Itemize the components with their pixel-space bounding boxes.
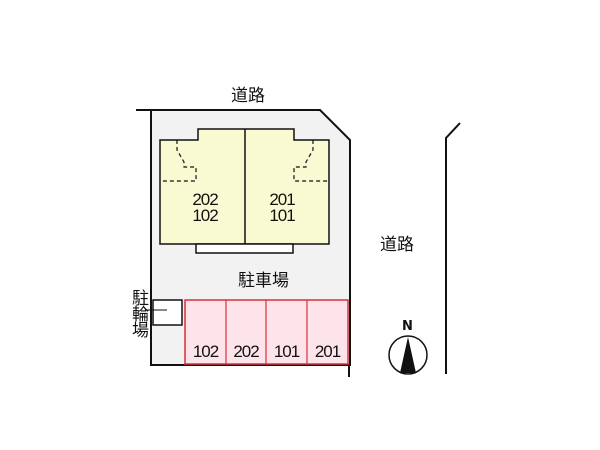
unit-label-102: 102 bbox=[192, 206, 218, 225]
road-label-top: 道路 bbox=[231, 86, 265, 106]
bicycle-parking-label: 駐輪場 bbox=[128, 289, 148, 337]
road-edge-right bbox=[445, 122, 461, 374]
stair-dashed-right bbox=[293, 140, 329, 182]
unit-label-202: 202 bbox=[192, 190, 218, 209]
bicycle-parking-box bbox=[152, 299, 183, 326]
parking-space-label: 101 bbox=[273, 342, 300, 361]
compass-needle-icon bbox=[400, 337, 416, 373]
unit-label-201: 201 bbox=[269, 190, 295, 209]
unit-label-101: 101 bbox=[269, 206, 295, 225]
road-label-right: 道路 bbox=[380, 235, 414, 255]
north-label: N bbox=[402, 319, 413, 334]
parking-space-label: 202 bbox=[233, 342, 259, 361]
stair-dashed-left bbox=[160, 140, 197, 182]
parking-label: 駐車場 bbox=[238, 271, 289, 291]
parking-space-label: 201 bbox=[314, 342, 341, 361]
balcony bbox=[195, 243, 294, 254]
parking-space-label: 102 bbox=[192, 342, 219, 361]
